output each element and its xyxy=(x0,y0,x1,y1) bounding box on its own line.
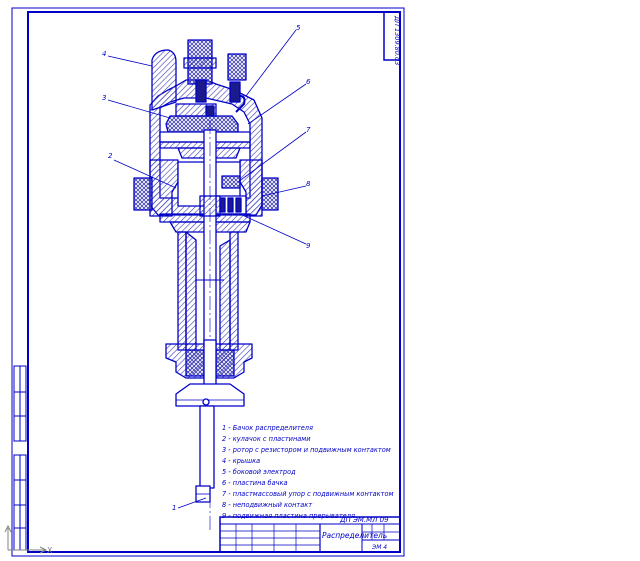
body-left xyxy=(149,159,179,217)
legend-item: 1 - Бачок распределителя xyxy=(222,424,313,432)
left-margin-strips xyxy=(13,365,27,551)
legend-item: 2 - кулачок с пластинами xyxy=(222,435,311,443)
tip-shaft xyxy=(199,405,215,489)
legend-item: 9 - подвижная пластина прерывателя xyxy=(222,512,355,520)
legend-item: 6 - пластина бачка xyxy=(222,479,288,487)
leader-lines xyxy=(107,29,307,509)
corner-code: ДП 1309.80.03 xyxy=(393,15,401,65)
drive-gear xyxy=(175,383,245,407)
callout-4: 4 xyxy=(102,50,106,58)
axis-origin-marker xyxy=(4,524,48,554)
legend-item: 4 - крышка xyxy=(222,457,260,465)
callout-6: 6 xyxy=(306,78,311,86)
cap-left-post xyxy=(151,49,177,111)
callout-5: 5 xyxy=(296,24,301,32)
legend-item: 5 - боковой электрод xyxy=(222,468,296,476)
title-block xyxy=(219,516,401,553)
legend-item: 7 - пластмассовый упор с подвижным конта… xyxy=(222,490,393,498)
sheet-number: ЭМ 4 xyxy=(371,544,387,551)
housing-shank xyxy=(177,231,187,351)
stamp-code: ДП ЭМ.МЛ 09 xyxy=(339,516,389,524)
clamp-left xyxy=(133,177,153,211)
legend-item: 3 - ротор с резистором и подвижным конта… xyxy=(222,446,391,454)
corner-code-box: ДП 1309.80.03 xyxy=(383,11,401,65)
distributor-assembly xyxy=(133,39,279,530)
legend-item: 8 - неподвижный контакт xyxy=(222,501,312,509)
callout-1: 1 xyxy=(172,504,176,512)
callout-9: 9 xyxy=(306,242,311,250)
origin-label: X xyxy=(47,546,53,555)
callout-3: 3 xyxy=(102,94,106,102)
side-terminal xyxy=(227,53,247,81)
callout-8: 8 xyxy=(306,180,311,188)
callout-7: 7 xyxy=(306,126,311,134)
rotor xyxy=(165,115,239,133)
body-right xyxy=(239,159,263,217)
sheet-frame xyxy=(11,7,405,557)
callout-labels: 4 3 2 5 6 7 8 9 1 xyxy=(102,24,311,512)
parts-legend: 1 - Бачок распределителя 2 - кулачок с п… xyxy=(222,424,393,520)
drawing-title: Распределитель xyxy=(322,531,387,540)
callout-2: 2 xyxy=(108,152,113,160)
